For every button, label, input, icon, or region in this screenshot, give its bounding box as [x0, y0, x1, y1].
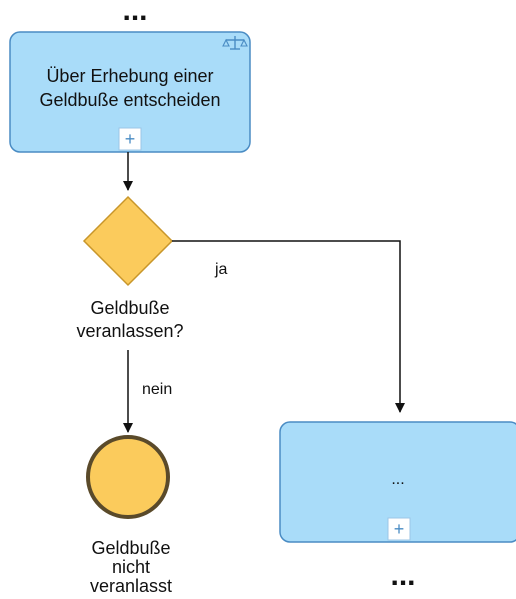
end-event-circle[interactable] — [86, 435, 170, 519]
flow-no-label: nein — [142, 381, 172, 398]
task-next[interactable]: ... + — [279, 421, 516, 543]
task-decide-fine[interactable]: Über Erhebung einer Geldbuße entscheiden… — [9, 31, 251, 153]
task-next-label: ... — [391, 471, 404, 488]
bottom-ellipsis: ... — [390, 559, 415, 592]
task-next-shape[interactable] — [279, 421, 516, 543]
gateway-diamond[interactable] — [82, 195, 174, 287]
end-event-label-line3: veranlasst — [90, 576, 172, 596]
gateway-fine[interactable] — [82, 195, 174, 287]
scales-icon — [222, 36, 248, 50]
end-event-not-initiated[interactable] — [86, 435, 170, 519]
gateway-label-line1: Geldbuße — [90, 298, 169, 318]
task-decide-fine-shape[interactable] — [9, 31, 251, 153]
subprocess-marker[interactable]: + — [118, 127, 142, 151]
task-decide-fine-label-line2: Geldbuße entscheiden — [39, 90, 220, 110]
subprocess-marker-next-plus: + — [394, 519, 405, 539]
end-event-label-line2: nicht — [112, 557, 150, 577]
subprocess-marker-next[interactable]: + — [387, 517, 411, 541]
end-event-label-line1: Geldbuße — [91, 538, 170, 558]
task-decide-fine-label-line1: Über Erhebung einer — [46, 66, 213, 86]
gateway-label-line2: veranlassen? — [76, 321, 183, 341]
subprocess-marker-plus: + — [125, 129, 136, 149]
top-ellipsis: ... — [122, 0, 147, 27]
flow-yes[interactable] — [172, 240, 405, 413]
flow-yes-label: ja — [214, 261, 228, 278]
